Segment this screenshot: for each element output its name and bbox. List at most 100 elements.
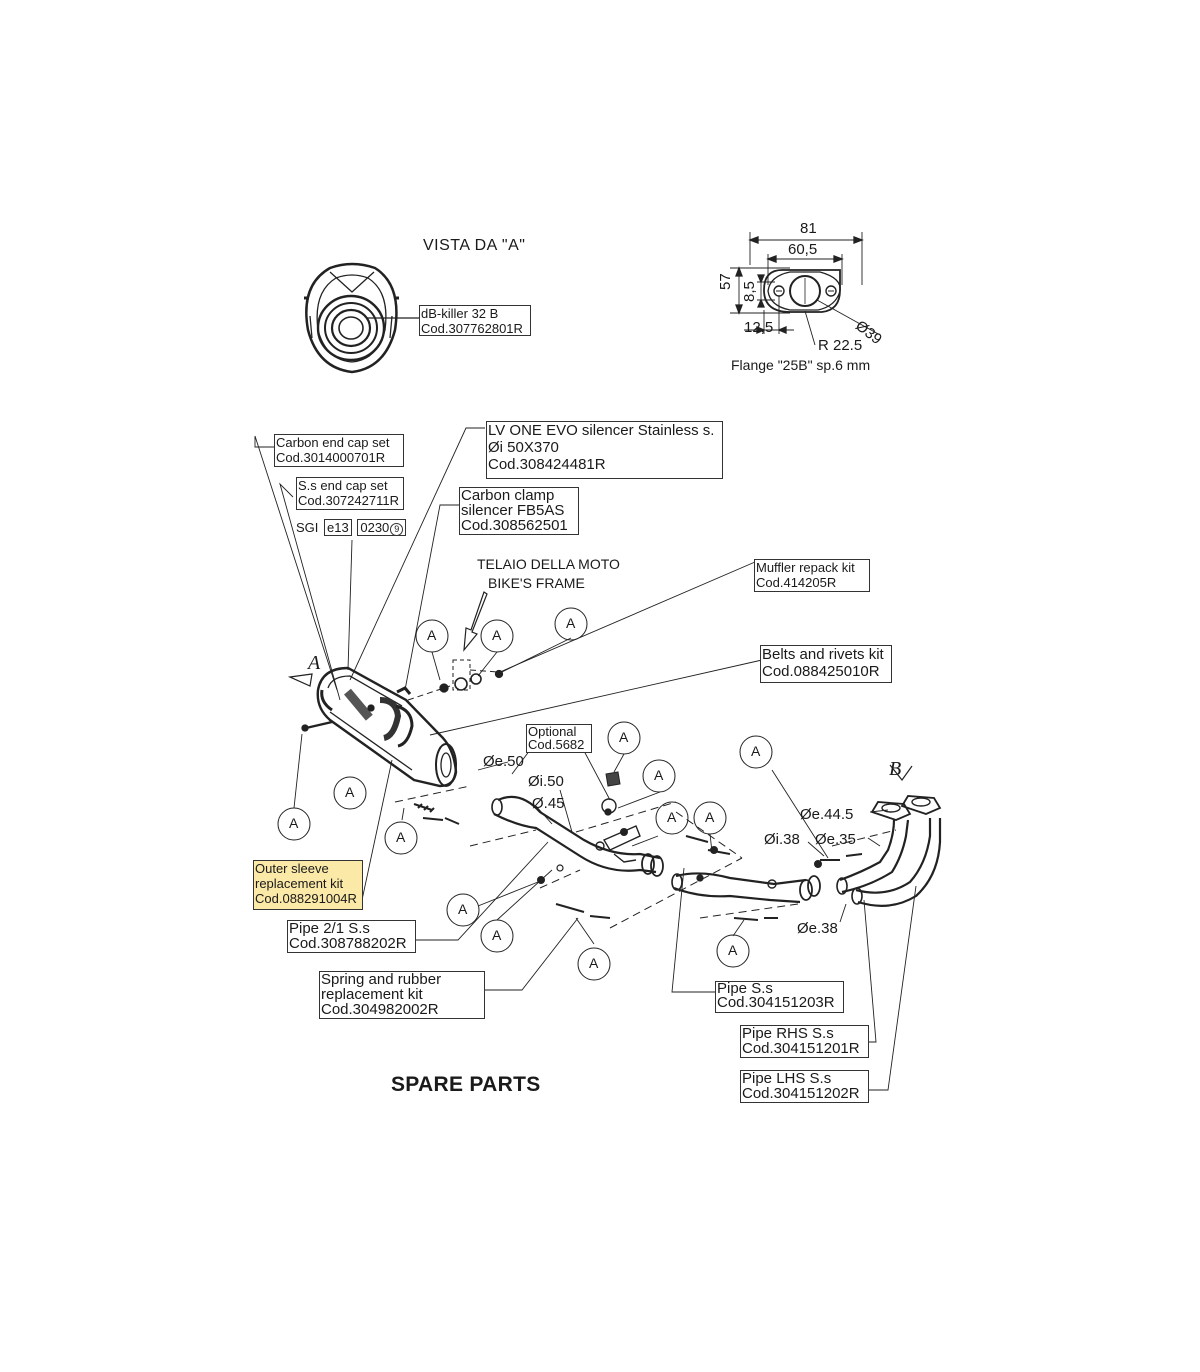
spare-parts-title: SPARE PARTS	[391, 1073, 541, 1096]
flange-dim-60-5: 60,5	[788, 241, 818, 258]
marker-a: A	[345, 784, 355, 800]
outer-sleeve-code: Cod.088291004R	[255, 891, 357, 906]
frame-bracket-hardware	[407, 591, 504, 701]
pipe-rhs-code: Cod.304151201R	[742, 1040, 860, 1057]
view-a-letter: A	[308, 652, 321, 674]
carbon-clamp-callout: Carbon clamp silencer FB5AS Cod.30856250…	[459, 487, 579, 535]
carbon-clamp-code: Cod.308562501	[461, 517, 568, 534]
ss-end-cap-callout: S.s end cap set Cod.307242711R	[296, 477, 404, 510]
spring-kit-desc: replacement kit	[321, 986, 423, 1003]
pipe-rhs-callout: Pipe RHS S.s Cod.304151201R	[740, 1025, 869, 1058]
optional-callout: Optional Cod.5682	[526, 724, 592, 753]
header-pipes-illustration	[836, 795, 942, 907]
frame-label-it: TELAIO DELLA MOTO	[477, 556, 620, 572]
pipe-ss-code: Cod.304151203R	[717, 994, 835, 1011]
mid-pipe-illustration	[671, 872, 821, 904]
marker-a: A	[751, 743, 761, 759]
optional-nut	[605, 771, 621, 787]
ss-end-cap-code: Cod.307242711R	[298, 493, 399, 508]
marker-a: A	[619, 729, 629, 745]
pipe-ss-name: Pipe S.s	[717, 980, 773, 997]
leader-lines	[254, 427, 917, 1091]
pipe-2-1-callout: Pipe 2/1 S.s Cod.308788202R	[287, 920, 416, 953]
marker-a: A	[589, 955, 599, 971]
silencer-illustration	[316, 666, 458, 788]
marker-a: A	[566, 615, 576, 631]
homologation-circled-number: 9	[390, 523, 404, 536]
pipe-lhs-code: Cod.304151202R	[742, 1085, 860, 1102]
marker-a: A	[289, 815, 299, 831]
silencer-name: LV ONE EVO silencer Stainless s.	[488, 422, 715, 439]
assembly-lines	[394, 785, 897, 929]
marker-a: A	[427, 627, 437, 643]
flange-caption: Flange "25B" sp.6 mm	[731, 357, 871, 373]
dbkiller-label: dB-killer 32 B Cod.307762801R	[419, 305, 531, 336]
belts-name: Belts and rivets kit	[762, 646, 884, 663]
dim-e38: Øe.38	[797, 920, 838, 937]
optional-label: Optional	[528, 724, 577, 739]
carbon-clamp-name: Carbon clamp	[461, 487, 555, 504]
dbkiller-name: dB-killer 32 B	[421, 306, 499, 321]
dim-i50: Øi.50	[528, 773, 564, 790]
dim-d45: Ø.45	[532, 795, 565, 812]
flange-dim-57: 57	[717, 273, 734, 290]
marker-a: A	[705, 809, 715, 825]
outer-sleeve-callout: Outer sleeve replacement kit Cod.0882910…	[253, 860, 363, 910]
repack-name: Muffler repack kit	[756, 560, 855, 575]
pipe-rhs-name: Pipe RHS S.s	[742, 1025, 834, 1042]
spring-kit-callout: Spring and rubber replacement kit Cod.30…	[319, 971, 485, 1019]
carbon-end-cap-code: Cod.3014000701R	[276, 450, 386, 465]
pipe-lhs-callout: Pipe LHS S.s Cod.304151202R	[740, 1070, 869, 1103]
outer-sleeve-name: Outer sleeve	[255, 861, 329, 876]
frame-label-en: BIKE'S FRAME	[488, 575, 585, 591]
marker-a: A	[492, 927, 502, 943]
homologation-e13: e13	[324, 519, 352, 536]
link-pipe-illustration	[491, 795, 664, 877]
homologation-sgi: SGI	[296, 520, 319, 535]
carbon-clamp-type: silencer FB5AS	[461, 502, 565, 519]
dim-e44-5: Øe.44.5	[800, 806, 854, 823]
silencer-bolt	[305, 720, 333, 730]
flange-dim-8-5: 8,5	[741, 281, 758, 302]
pipe-lhs-name: Pipe LHS S.s	[742, 1070, 832, 1087]
view-b-arrowhead	[889, 764, 913, 781]
marker-a: A	[458, 901, 468, 917]
silencer-size: Øi 50X370	[488, 439, 559, 456]
marker-a: A	[667, 809, 677, 825]
homologation-code-number: 0230	[360, 520, 390, 535]
silencer-callout: LV ONE EVO silencer Stainless s. Øi 50X3…	[486, 421, 723, 479]
marker-a: A	[492, 627, 502, 643]
spring-kit-code: Cod.304982002R	[321, 1001, 439, 1018]
optional-code: Cod.5682	[528, 737, 585, 752]
dbkiller-code: Cod.307762801R	[421, 321, 523, 336]
springs	[413, 803, 863, 921]
repack-code: Cod.414205R	[756, 575, 837, 590]
end-cap-view-illustration	[304, 262, 399, 374]
dim-i38: Øi.38	[764, 831, 800, 848]
carbon-end-cap-name: Carbon end cap set	[276, 435, 390, 450]
pipe-ss-callout: Pipe S.s Cod.304151203R	[715, 981, 844, 1013]
view-b-letter: B	[889, 758, 902, 780]
view-a-title: VISTA DA "A"	[423, 237, 526, 254]
pipe-2-1-code: Cod.308788202R	[289, 935, 407, 952]
dim-e50: Øe.50	[483, 753, 524, 770]
flange-dim-12-5: 12,5	[744, 319, 774, 336]
silencer-code: Cod.308424481R	[488, 456, 606, 473]
pipe-2-1-name: Pipe 2/1 S.s	[289, 920, 370, 937]
marker-a: A	[396, 829, 406, 845]
flange-dim-81: 81	[800, 220, 817, 237]
marker-a: A	[654, 767, 664, 783]
flange-dim-r22-5: R 22.5	[818, 337, 863, 354]
repack-callout: Muffler repack kit Cod.414205R	[754, 559, 870, 592]
ss-end-cap-name: S.s end cap set	[298, 478, 388, 493]
dim-e35: Øe.35	[815, 831, 856, 848]
belts-code: Cod.088425010R	[762, 663, 880, 680]
spring-kit-name: Spring and rubber	[321, 971, 442, 988]
marker-a: A	[728, 942, 738, 958]
flange-drawing	[730, 232, 881, 346]
belts-callout: Belts and rivets kit Cod.088425010R	[760, 645, 892, 683]
outer-sleeve-desc: replacement kit	[255, 876, 344, 891]
